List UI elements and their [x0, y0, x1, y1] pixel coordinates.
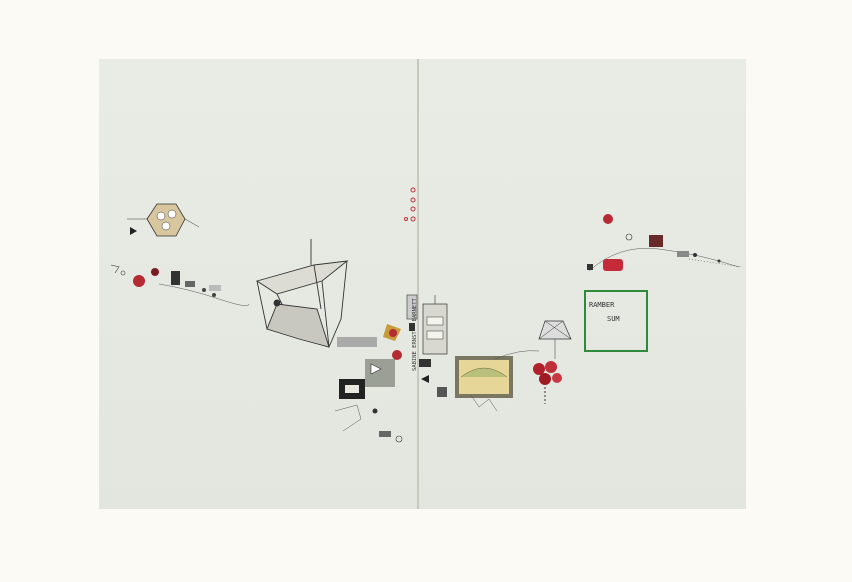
seam-red-dots — [404, 187, 416, 222]
left-cluster — [110, 264, 250, 306]
green-box-label-2: SUM — [607, 315, 620, 323]
green-box-label-1: RAMBER — [589, 301, 615, 309]
wireframe-prism — [255, 239, 349, 348]
artwork-diptych: SABINE ERNST · BARNETT RAMBER SUM — [99, 59, 746, 509]
vertical-artist-text: SABINE ERNST · BARNETT — [412, 298, 418, 371]
center-right-cluster — [419, 295, 448, 397]
lattice-tower — [494, 320, 572, 404]
panel-seam — [417, 59, 419, 509]
collage-drawing — [110, 187, 743, 443]
hexagon-diagram — [127, 203, 200, 237]
center-left-cluster — [334, 294, 418, 443]
green-frame — [584, 290, 648, 352]
framed-picture — [455, 356, 513, 412]
upper-right-cluster — [587, 214, 743, 272]
right-panel — [419, 59, 746, 509]
